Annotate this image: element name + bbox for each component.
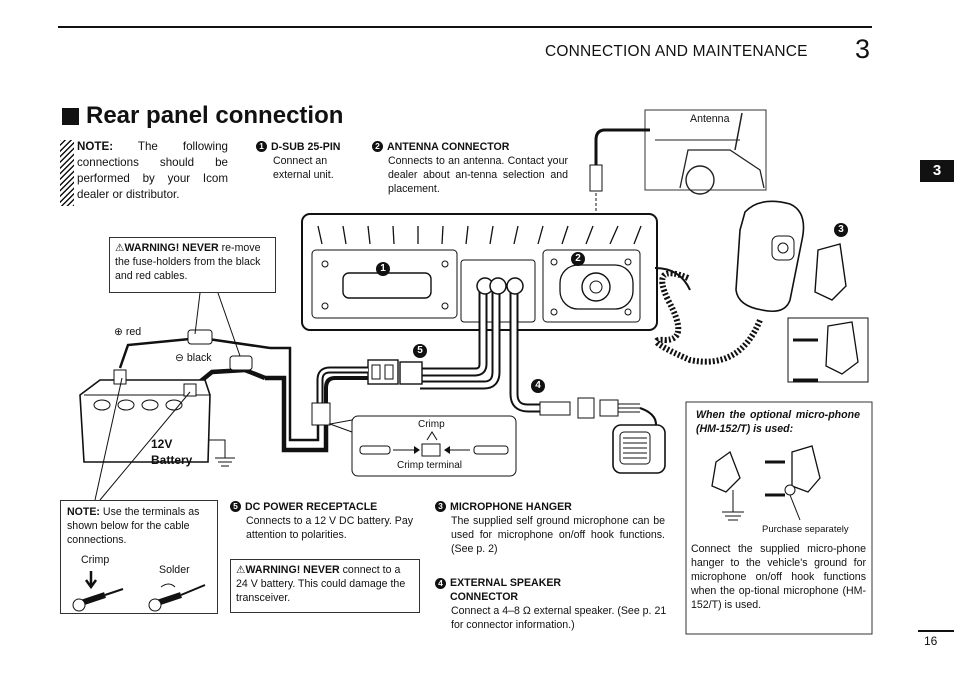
note-bottom-label: NOTE: [67,506,100,518]
warning-text: re-move the fuse-holders from the black … [115,242,261,282]
warning-24v-box: ⚠WARNING! NEVER connect to a 24 V batter… [230,559,420,613]
chapter-number: 3 [855,34,871,64]
vehicle-wheel [685,165,715,195]
crimp-terminal-label: Crimp terminal [397,460,463,471]
crimp-connector-left [311,402,331,426]
warning-label: WARNING! NEVER [245,564,340,576]
callout-title: ANTENNA CONNECTOR [387,141,510,153]
purchase-separately-label: Purchase separately [762,524,849,535]
microphone [735,200,805,313]
marker-5-icon: 5 [413,341,431,359]
page-title: Rear panel connection [62,102,343,130]
mic-hanger-mounted [825,321,859,375]
red-cable [270,346,320,442]
warning-icon: ⚠ [115,242,125,254]
page-number-rule [918,630,954,632]
callout-title: MICROPHONE HANGER [450,501,572,513]
marker-2-icon: 2 [571,249,589,267]
callout-title: EXTERNAL SPEAKER CONNECTOR [450,577,562,603]
optional-heading: When the optional micro-phone (HM-152/T)… [696,409,860,435]
callout-mic-hanger: 3 MICROPHONE HANGER The supplied self gro… [435,500,665,556]
callout-speaker-connector: 4 EXTERNAL SPEAKER CONNECTOR Connect a 4–… [435,576,667,632]
antenna-rod [734,112,743,151]
warning-text: connect to a 24 V battery. This could da… [236,564,406,604]
callout-text: Connects to a 12 V DC battery. Pay atten… [246,515,414,541]
battery-terminal-positive [113,369,127,385]
section-title: CONNECTION AND MAINTENANCE [545,43,808,60]
optional-text: Connect the supplied micro-phone hanger … [691,543,866,611]
battery-terminal-negative [183,383,197,397]
antenna-cable [594,128,650,168]
warning-fuse-box: ⚠WARNING! NEVER re-move the fuse-holders… [109,237,276,293]
callout-dc-power: 5 DC POWER RECEPTACLE Connects to a 12 V … [230,500,430,542]
page-title-text: Rear panel connection [86,102,344,129]
crimp-text: Crimp [81,554,110,566]
fuse-holder-red [187,329,213,345]
callout-number: 1 [256,141,267,152]
d-sub-25-pin-connector [342,272,432,299]
note-top: NOTE: The following connections should b… [77,139,228,203]
note-hatch-bar [60,140,74,206]
callout-number: 2 [372,141,383,152]
crimp-label: Crimp [418,419,445,430]
note-top-text: The following connections should be perf… [77,140,228,201]
callout-text: Connect an external unit. [273,155,334,181]
mic-hanger [814,243,847,301]
down-arrow-icon [84,571,98,590]
fuse-holder-black [229,355,253,371]
callout-number: 5 [230,501,241,512]
marker-4-icon: 4 [531,376,549,394]
warning-label: WARNING! NEVER [124,242,219,254]
hanger-a [711,450,741,493]
warning-icon: ⚠ [236,564,246,576]
antenna-label: Antenna [690,113,730,125]
marker-1-icon: 1 [376,259,394,276]
solder-text: Solder [159,564,190,576]
vehicle-outline [679,149,765,189]
optional-mic-box [685,401,873,635]
callout-title: D-SUB 25-PIN [271,141,341,153]
page-number: 16 [924,634,938,648]
hanger-b [791,445,821,493]
black-cable-label: ⊖ black [175,352,212,364]
callout-number: 3 [435,501,446,512]
callout-text: Connect a 4–8 Ω external speaker. (See p… [451,605,667,631]
heatsink-fins [317,225,642,245]
black-cable [265,375,329,453]
callout-antenna-connector: 2 ANTENNA CONNECTOR Connects to an antenn… [372,140,568,196]
antenna-plug [589,164,603,192]
note-bottom-text: Use the terminals as shown below for the… [67,506,200,546]
crimp-terminal [421,443,441,457]
callout-d-sub: 1 D-SUB 25-PIN Connect an external unit. [256,140,366,182]
note-bottom-box: NOTE: Use the terminals as shown below f… [60,500,218,614]
callout-title: DC POWER RECEPTACLE [245,501,378,513]
mic-coil-cord [653,270,763,365]
marker-3-icon: 3 [834,220,852,238]
red-cable-label: ⊕ red [114,326,142,338]
speaker-plug [539,401,571,416]
chapter-tab: 3 [920,160,954,182]
callout-text: The supplied self ground microphone can … [451,515,665,555]
note-top-label: NOTE: [77,140,114,153]
screws [793,338,818,382]
terminal-illustrations [72,571,206,612]
square-bullet-icon [62,107,79,125]
header-rule [58,26,872,28]
callout-text: Connects to an antenna. Contact your dea… [388,155,568,195]
callout-number: 4 [435,578,446,589]
